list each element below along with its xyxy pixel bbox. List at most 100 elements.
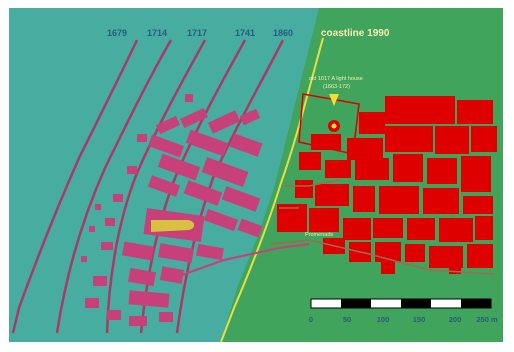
year-label-1741: 1741 bbox=[235, 28, 255, 38]
building bbox=[221, 186, 261, 212]
building bbox=[105, 218, 115, 226]
historic-coastline-map: 1679 1714 1717 1741 1860 coastline 1990 bbox=[9, 8, 503, 342]
building bbox=[353, 186, 375, 212]
building bbox=[201, 156, 249, 188]
building bbox=[239, 108, 261, 126]
building bbox=[309, 208, 339, 232]
lighthouse-arrow-icon bbox=[329, 94, 339, 106]
building bbox=[157, 153, 201, 181]
building bbox=[107, 310, 121, 320]
building bbox=[347, 138, 383, 160]
shoreline-1860 bbox=[175, 39, 285, 334]
lighthouse-site: old 1017 A light house (1663-172) bbox=[298, 76, 363, 155]
building bbox=[122, 241, 154, 261]
building bbox=[185, 129, 229, 157]
building bbox=[113, 194, 123, 202]
building bbox=[159, 266, 185, 284]
lighthouse-label-line2: (1663-172) bbox=[323, 84, 350, 90]
building bbox=[203, 208, 239, 232]
building bbox=[295, 180, 313, 198]
scale-tick-200: 200 bbox=[449, 315, 462, 324]
building bbox=[315, 184, 349, 206]
building bbox=[325, 160, 351, 178]
building bbox=[127, 267, 157, 287]
building bbox=[385, 126, 433, 152]
building bbox=[463, 196, 493, 214]
building bbox=[129, 316, 147, 326]
building bbox=[393, 154, 423, 182]
promenade-label: Promenade bbox=[305, 232, 333, 238]
building bbox=[155, 115, 181, 135]
building bbox=[95, 204, 101, 210]
building bbox=[427, 158, 457, 184]
building bbox=[229, 133, 263, 157]
old-town-buildings bbox=[81, 94, 263, 326]
coastline-1990-label: coastline 1990 bbox=[321, 28, 390, 39]
year-label-1717: 1717 bbox=[187, 28, 207, 38]
building bbox=[343, 218, 371, 240]
coastline-1990-line bbox=[220, 37, 324, 342]
historic-shorelines bbox=[11, 39, 285, 334]
building bbox=[435, 126, 469, 154]
old-town-road bbox=[178, 243, 310, 277]
building bbox=[183, 180, 223, 206]
building bbox=[207, 110, 241, 134]
building bbox=[89, 226, 95, 232]
building bbox=[471, 126, 497, 152]
building bbox=[158, 243, 194, 263]
building bbox=[196, 243, 224, 261]
building bbox=[159, 312, 173, 322]
scale-bar-segment-dark bbox=[341, 299, 371, 308]
building bbox=[475, 216, 493, 240]
building bbox=[405, 244, 425, 262]
scale-tick-0: 0 bbox=[309, 315, 313, 324]
lighthouse-enclosure bbox=[298, 93, 360, 155]
building bbox=[101, 242, 113, 250]
building bbox=[467, 244, 493, 268]
building bbox=[128, 290, 170, 308]
building bbox=[373, 218, 403, 238]
building bbox=[429, 246, 463, 268]
shoreline-1714 bbox=[55, 39, 173, 334]
building bbox=[385, 96, 455, 124]
building bbox=[81, 256, 87, 262]
road bbox=[283, 179, 340, 187]
building bbox=[127, 166, 137, 174]
year-label-1679: 1679 bbox=[107, 28, 127, 38]
building bbox=[185, 94, 193, 102]
building bbox=[147, 175, 181, 197]
year-labels: 1679 1714 1717 1741 1860 bbox=[107, 28, 293, 38]
building bbox=[93, 276, 107, 286]
scale-tick-250: 250 m bbox=[476, 315, 498, 324]
building bbox=[407, 218, 435, 240]
building bbox=[359, 112, 385, 134]
year-label-1860: 1860 bbox=[273, 28, 293, 38]
building bbox=[85, 298, 99, 308]
building bbox=[237, 218, 263, 238]
building bbox=[457, 100, 493, 124]
scale-tick-100: 100 bbox=[377, 315, 390, 324]
building bbox=[439, 218, 473, 242]
building bbox=[180, 107, 208, 129]
church-building bbox=[151, 220, 195, 232]
building bbox=[449, 264, 461, 274]
building bbox=[423, 188, 459, 214]
building bbox=[137, 134, 147, 142]
scale-bar: 0 50 100 150 200 250 m bbox=[309, 298, 498, 324]
modern-roads bbox=[270, 179, 496, 275]
year-label-1714: 1714 bbox=[147, 28, 167, 38]
building bbox=[379, 186, 419, 214]
scale-tick-50: 50 bbox=[343, 315, 351, 324]
scale-bar-segment-dark bbox=[461, 299, 491, 308]
building bbox=[299, 152, 321, 170]
shoreline-1679 bbox=[11, 39, 139, 334]
building bbox=[461, 156, 491, 192]
scale-tick-150: 150 bbox=[413, 315, 426, 324]
church-landmark bbox=[143, 208, 205, 242]
lighthouse-label-line1: old 1017 A light house bbox=[309, 76, 363, 82]
building bbox=[381, 262, 395, 274]
building bbox=[147, 134, 185, 158]
road bbox=[270, 239, 496, 275]
lighthouse-center bbox=[331, 123, 337, 129]
